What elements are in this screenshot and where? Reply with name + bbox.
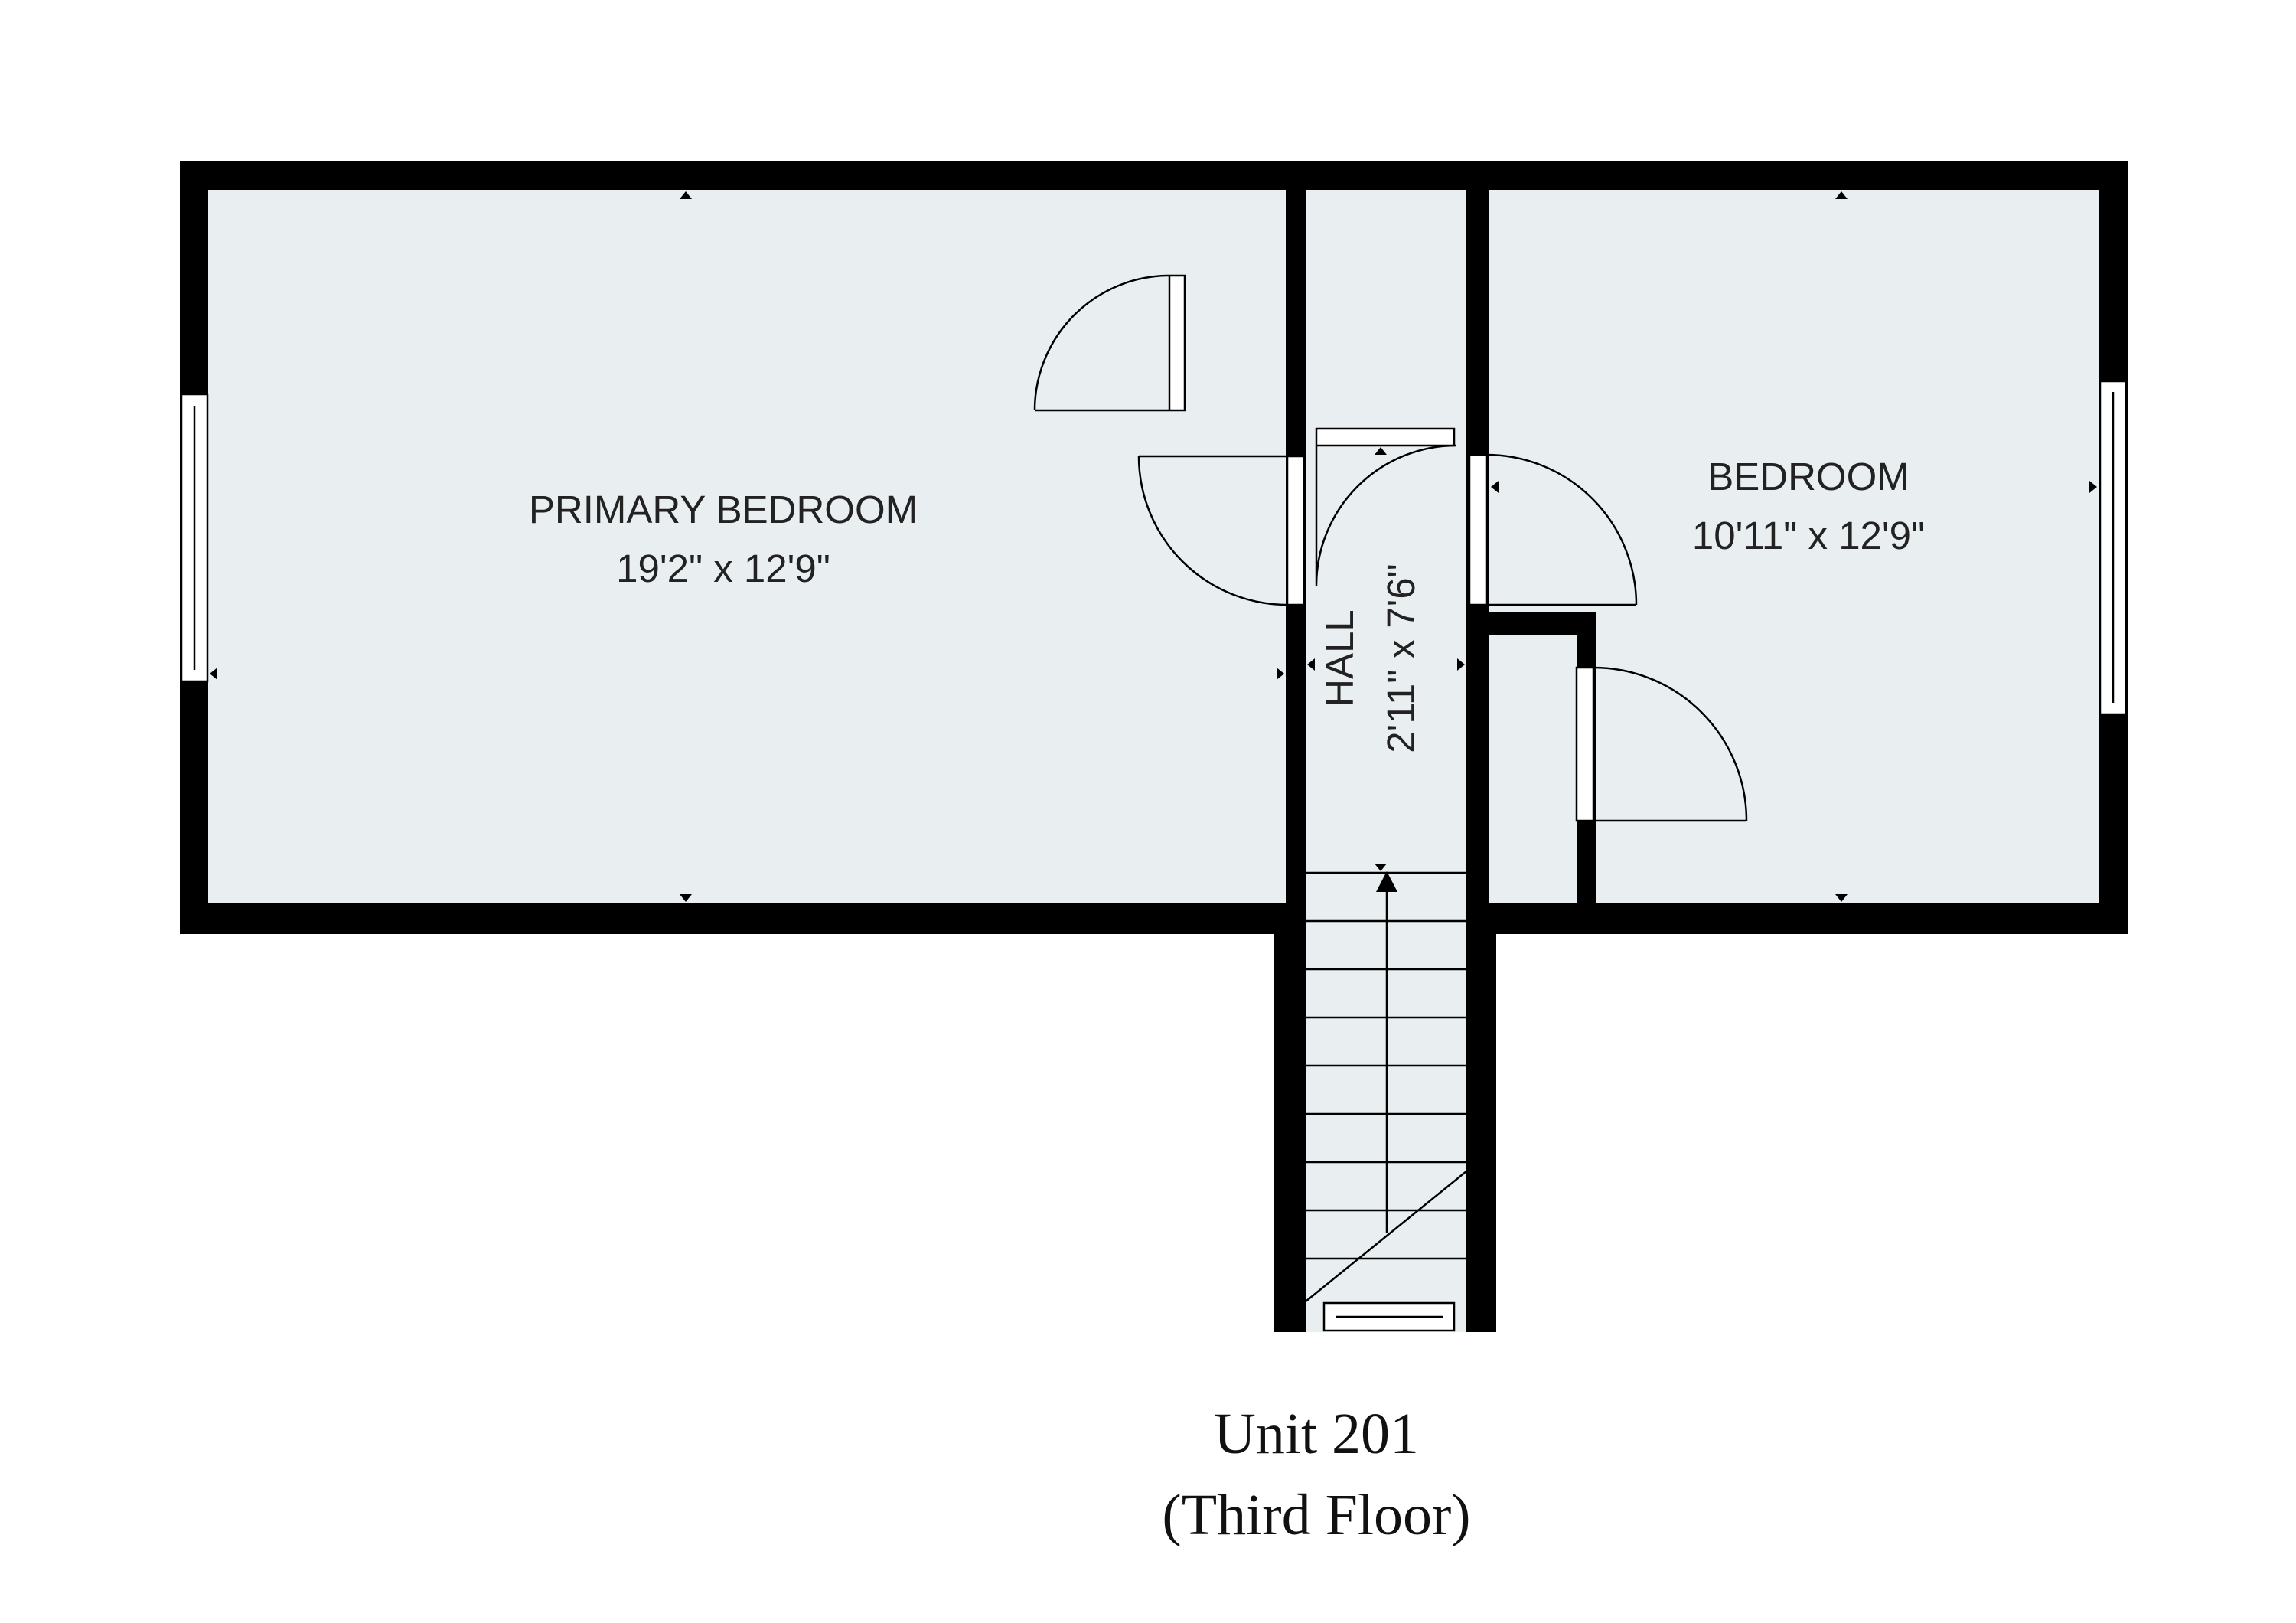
primary-closet-door (1168, 274, 1186, 412)
primary-bedroom-size: 19'2" x 12'9" (616, 547, 830, 590)
caption-unit: Unit 201 (1214, 1402, 1419, 1466)
floors (208, 190, 2099, 1332)
doors (1033, 274, 1748, 822)
hall-size: 2'11" x 7'6" (1379, 563, 1423, 753)
room-labels: PRIMARY BEDROOM 19'2" x 12'9" BEDROOM 10… (529, 455, 1925, 753)
bedroom-closet-door (1575, 666, 1595, 822)
bedroom-size: 10'11" x 12'9" (1692, 514, 1925, 557)
hall-closet-door (1315, 427, 1456, 447)
hall-name: HALL (1318, 609, 1362, 707)
primary-bedroom-name: PRIMARY BEDROOM (529, 488, 918, 531)
primary-bedroom-door (1286, 455, 1306, 606)
bedroom-closet-floor (1489, 635, 1577, 903)
staircase (1305, 871, 1467, 1302)
bedroom-name: BEDROOM (1707, 455, 1910, 498)
primary-closet-floor (1185, 190, 1283, 429)
hall-closet-floor (1306, 190, 1466, 429)
primary-bedroom-floor (208, 190, 1286, 903)
bedroom-door (1468, 453, 1488, 606)
stair-up-arrow-icon (1376, 871, 1397, 892)
dimension-marks (210, 191, 2097, 902)
floor-caption: Unit 201 (Third Floor) (1162, 1402, 1470, 1547)
windows (180, 380, 2128, 1332)
caption-floor: (Third Floor) (1162, 1483, 1470, 1547)
